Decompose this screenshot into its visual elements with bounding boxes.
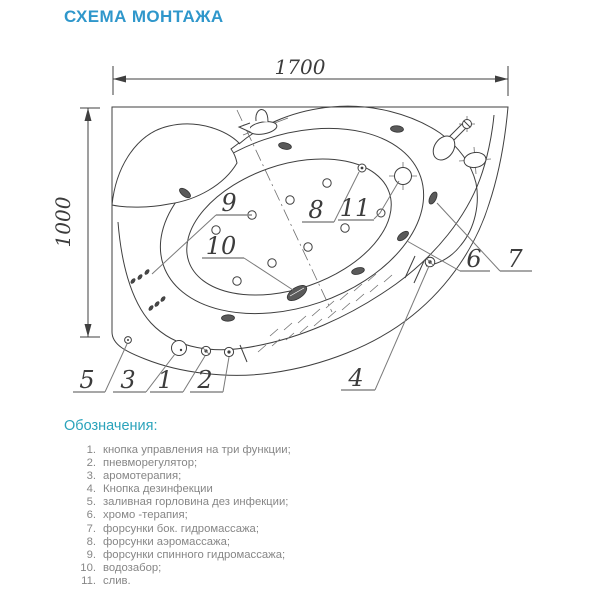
legend-item-number: 9. xyxy=(86,548,96,561)
legend-item-number: 1. xyxy=(86,444,96,456)
dimension-width: 1700 xyxy=(112,55,509,96)
callout-3-label: 3 xyxy=(120,366,135,394)
callout-9-label: 9 xyxy=(221,189,236,217)
callout-11-label: 11 xyxy=(340,194,371,222)
legend-item-text: водозабор; xyxy=(103,561,162,574)
legend-item-text: хромо -терапия; xyxy=(103,509,188,522)
arrow-left-icon xyxy=(113,75,126,83)
callout-5-label: 5 xyxy=(79,366,94,394)
callout-2: 2 xyxy=(190,356,230,394)
legend-item-text: пневморегулятор; xyxy=(103,457,198,470)
legend-item: 8. форсунки аэромассажа; xyxy=(70,536,291,549)
headrest xyxy=(111,123,240,208)
legend-item-text: Кнопка дезинфекции xyxy=(103,483,213,496)
legend-list: 1. кнопка управления на три функции; 2. … xyxy=(70,444,291,588)
legend-item-text: аромотерапия; xyxy=(103,470,182,483)
callout-11: 11 xyxy=(338,180,400,222)
side-hydro-jets xyxy=(179,125,438,322)
legend-item-text: форсунки аэромассажа; xyxy=(103,535,231,548)
legend-item-number: 3. xyxy=(86,470,96,483)
legend-item: 11. слив. xyxy=(70,575,291,588)
callout-6-label: 6 xyxy=(466,245,481,273)
filler-neck xyxy=(124,336,132,344)
legend-item-text: форсунки спинного гидромассажа; xyxy=(103,548,286,561)
legend-item-number: 11. xyxy=(81,574,96,587)
dimension-height: 1000 xyxy=(51,107,100,338)
dimension-height-value: 1000 xyxy=(51,196,75,247)
legend-item-text: слив. xyxy=(103,574,131,587)
tub-outline xyxy=(111,106,509,376)
callout-4: 4 xyxy=(341,265,430,392)
aromatherapy-port xyxy=(171,340,187,356)
callout-3: 3 xyxy=(113,353,176,394)
rim-top-edge xyxy=(238,105,478,267)
arrow-down-icon xyxy=(84,324,92,337)
arrow-up-icon xyxy=(84,108,92,121)
legend-item: 3. аромотерапия; xyxy=(70,470,291,483)
faucet xyxy=(237,109,289,136)
callout-8: 8 xyxy=(302,171,360,224)
pneumo-regulator xyxy=(223,346,235,358)
legend-item: 2. пневморегулятор; xyxy=(70,457,291,470)
legend-item: 10. водозабор; xyxy=(70,562,291,575)
legend-heading: Обозначения: xyxy=(64,418,158,434)
basin-floor xyxy=(186,158,392,296)
basin-rim xyxy=(159,127,425,315)
legend-item: 4. Кнопка дезинфекции xyxy=(70,483,291,496)
legend-item-number: 7. xyxy=(86,522,96,535)
legend-item-text: заливная горловина дез инфекции; xyxy=(103,496,289,509)
legend-item-number: 8. xyxy=(86,535,96,548)
legend-item-number: 10. xyxy=(80,561,96,574)
disinfection-button xyxy=(424,256,436,268)
dimension-width-value: 1700 xyxy=(275,55,326,79)
callout-8-label: 8 xyxy=(308,196,323,224)
aero-jets xyxy=(211,163,386,286)
rim-inner-edge xyxy=(117,114,495,351)
legend-item: 7. форсунки бок. гидромассажа; xyxy=(70,523,291,536)
legend-item: 1. кнопка управления на три функции; xyxy=(70,444,291,457)
water-intake xyxy=(286,285,308,301)
legend-item-number: 4. xyxy=(86,483,96,496)
arrow-right-icon xyxy=(495,75,508,83)
deck-hatching xyxy=(257,273,393,353)
legend-item: 9. форсунки спинного гидромассажа; xyxy=(70,549,291,562)
legend-item-text: форсунки бок. гидромассажа; xyxy=(103,522,259,535)
callout-10: 10 xyxy=(202,232,294,291)
page-title: СХЕМА МОНТАЖА xyxy=(64,7,224,26)
callout-5: 5 xyxy=(73,343,128,394)
callout-4-label: 4 xyxy=(347,364,363,392)
legend-item-text: кнопка управления на три функции; xyxy=(103,444,291,456)
legend-item: 5. заливная горловина дез инфекции; xyxy=(70,496,291,509)
drain xyxy=(389,162,417,190)
callout-1: 1 xyxy=(150,355,206,394)
rim-seams xyxy=(239,255,425,363)
center-axis-line xyxy=(236,109,333,313)
legend-item-number: 5. xyxy=(86,496,96,509)
control-button xyxy=(200,345,212,357)
legend-item-number: 6. xyxy=(86,509,96,522)
callout-9: 9 xyxy=(151,189,252,275)
callout-7-label: 7 xyxy=(507,245,523,273)
hand-shower xyxy=(432,116,475,161)
filler-oval xyxy=(458,146,492,175)
callout-7: 7 xyxy=(436,202,532,273)
callout-1-label: 1 xyxy=(157,366,172,394)
callout-10-label: 10 xyxy=(206,232,237,260)
callout-2-label: 2 xyxy=(196,366,212,394)
legend-item: 6. хромо -терапия; xyxy=(70,509,291,522)
back-hydro-jets xyxy=(130,269,166,311)
callout-6: 6 xyxy=(406,240,490,273)
legend-item-number: 2. xyxy=(86,457,96,470)
